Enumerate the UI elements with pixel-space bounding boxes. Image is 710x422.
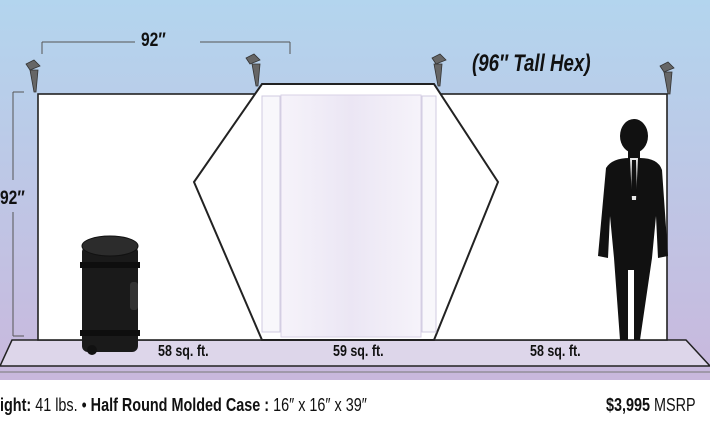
light-fixture-icon [25, 59, 41, 93]
case-label: Half Round Molded Case : [90, 395, 270, 415]
price-value: $3,995 [606, 395, 651, 415]
price-suffix: MSRP [650, 395, 696, 415]
model-title: (96″ Tall Hex) [472, 50, 591, 77]
weight-value: 41 lbs. • [31, 395, 91, 415]
light-fixture-icon [659, 61, 675, 95]
weight-label: eight: [0, 395, 32, 415]
height-dimension-label: 92″ [0, 188, 25, 209]
person-silhouette-icon [598, 119, 668, 340]
price-line: $3,995 MSRP [606, 395, 696, 416]
hex-inner-right [421, 95, 437, 333]
hex-inner-left [261, 95, 281, 333]
footer-band [0, 380, 710, 422]
area-label-right: 58 sq. ft. [530, 343, 581, 360]
width-dimension [41, 41, 291, 54]
width-dimension-label: 92″ [141, 30, 166, 51]
light-fixture-icon [245, 53, 261, 87]
height-dimension [12, 91, 24, 337]
area-label-left: 58 sq. ft. [158, 343, 209, 360]
case-dimensions: 16″ x 16″ x 39″ [269, 395, 367, 415]
center-doorway-panel [280, 94, 422, 338]
area-label-middle: 59 sq. ft. [333, 343, 384, 360]
specs-line: eight: 41 lbs. • Half Round Molded Case … [0, 395, 367, 416]
light-fixture-icon [431, 53, 447, 87]
shipping-case-icon [80, 235, 140, 355]
